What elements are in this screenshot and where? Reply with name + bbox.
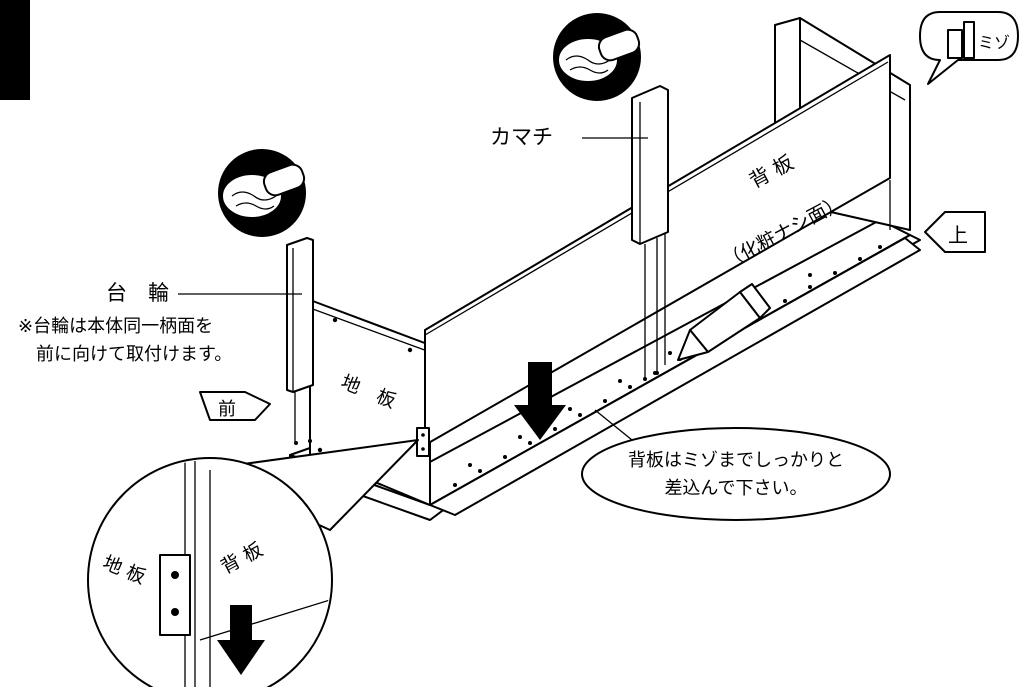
daiwa-post xyxy=(286,237,314,445)
instruction-line1: 背板はミゾまでしっかりと xyxy=(628,450,844,471)
ue-label: 上 xyxy=(948,223,968,247)
glue-bottle-icon xyxy=(677,283,771,361)
direction-arrow-up: 上 xyxy=(924,211,986,253)
instruction-line2: 差込んで下さい。 xyxy=(664,478,807,499)
direction-arrow-front: 前 xyxy=(199,391,271,421)
kamachi-label: カマチ xyxy=(490,125,553,149)
down-arrow-icon xyxy=(514,362,566,440)
mizo-callout: ミゾ xyxy=(919,11,1019,85)
detail-magnifier: 地 板 背 板 xyxy=(87,439,419,687)
instruction-leader xyxy=(594,409,633,441)
kamachi-post xyxy=(631,85,669,381)
mizo-label: ミゾ xyxy=(978,33,1010,52)
hammer-tap-icon xyxy=(218,149,306,237)
page-tab xyxy=(0,0,30,100)
hammer-tap-icon xyxy=(553,13,641,101)
daiwa-note-line1: ※台輪は本体同一柄面を xyxy=(18,316,213,337)
mae-label: 前 xyxy=(218,399,236,420)
instruction-callout: 背板はミゾまでしっかりと 差込んで下さい。 xyxy=(581,427,891,521)
daiwa-note-line2: 前に向けて取付けます。 xyxy=(36,344,232,365)
daiwa-label: 台 輪 xyxy=(106,281,169,305)
down-arrow-icon xyxy=(217,605,265,675)
